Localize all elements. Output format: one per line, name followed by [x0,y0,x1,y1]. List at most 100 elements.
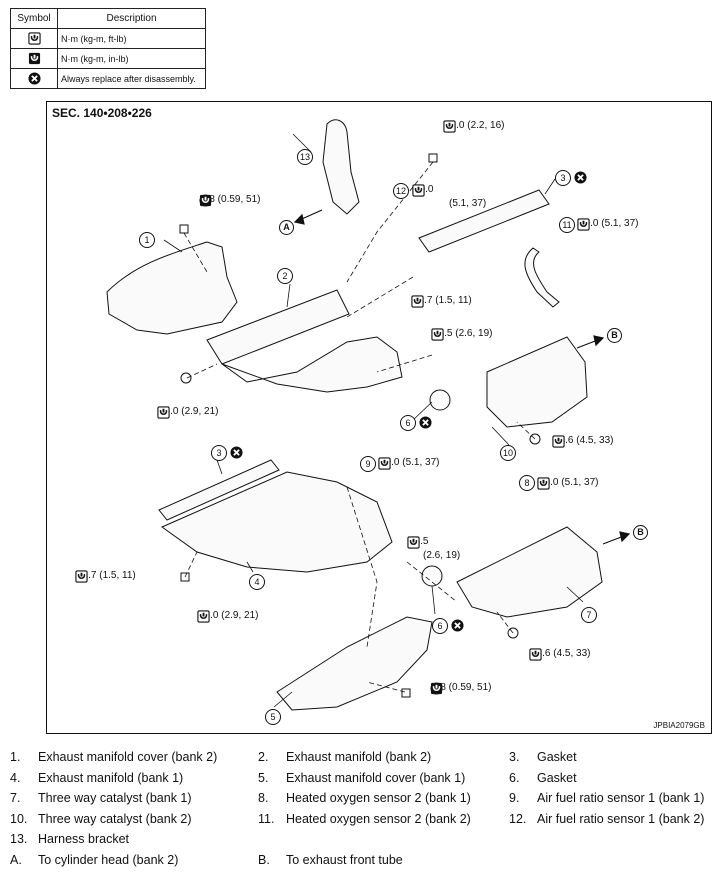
part-number-8: 8 [519,475,535,491]
torque-value: 50.0 (5.1, 37) [539,477,599,488]
torque-ft-lb-icon [407,536,420,549]
legend-header-description: Description [57,8,206,29]
torque-ft-lb-icon [431,328,444,341]
section-title: SEC. 140•208•226 [52,106,152,120]
torque-callout-50-sensor-12: 50.0 [412,184,433,195]
always-replace-icon [574,171,587,184]
part-number-2: 2 [277,268,293,284]
torque-ft-lb-icon [577,218,590,231]
part-number-10: 10 [500,445,516,461]
torque-in-lb-icon [28,52,41,65]
torque-value: 22.0 (2.2, 16) [445,120,505,131]
part-item-12: 12.Air fuel ratio sensor 1 (bank 2) [509,811,705,826]
part-item-4: 4.Exhaust manifold (bank 1) [10,770,184,785]
reference-letter-b-top: B [607,328,622,343]
torque-in-lb-icon [199,194,212,207]
torque-value: 44.6 (4.5, 33) [531,648,591,659]
torque-ft-lb-icon [552,435,565,448]
torque-callout-22: 22.0 (2.2, 16) [443,120,504,131]
torque-in-lb-icon [430,682,443,695]
torque-ft-lb-icon [537,477,550,490]
torque-callout-14-7-top: 14.7 (1.5, 11) [411,295,472,306]
part-item-11: 11.Heated oxygen sensor 2 (bank 2) [258,811,471,826]
manifold-bank1-shape [160,471,393,573]
torque-value: 25.5 (2.6, 19) [433,328,493,339]
torque-value: 28.0 (2.9, 21) [199,610,259,621]
manifold-cover-bank2-shape [106,241,238,335]
always-replace-icon [419,416,432,429]
always-replace-icon [230,446,243,459]
parts-row: 4.Exhaust manifold (bank 1) 5.Exhaust ma… [10,771,720,792]
torque-callout-28-bottom: 28.0 (2.9, 21) [197,610,258,621]
legend-desc-ft-lb: N·m (kg-m, ft-lb) [57,28,206,49]
reference-item-a: A.To cylinder head (bank 2) [10,852,179,867]
torque-value: 50.0 (5.1, 37) [380,457,440,468]
torque-ft-lb-icon [529,648,542,661]
part-item-13: 13.Harness bracket [10,832,130,847]
exhaust-manifold-drawing [106,119,631,711]
torque-callout-5-8-top: 5.8 (0.59, 51) [199,194,260,205]
manifold-bank2-shape [206,289,350,365]
torque-value: 5.8 (0.59, 51) [432,682,492,693]
part-number-4: 4 [249,574,265,590]
torque-value: (5.1, 37) [449,198,487,209]
torque-ft-lb-icon [75,570,88,583]
torque-callout-50-sensor-11: 50.0 (5.1, 37) [577,218,638,229]
torque-value: 14.7 (1.5, 11) [413,295,472,306]
oxygen-sensor-bank2-shape [524,247,560,308]
part-item-10: 10.Three way catalyst (bank 2) [10,811,192,826]
torque-value: 14.7 (1.5, 11) [77,570,136,581]
figure-id: JPBIA2079GB [653,721,705,730]
torque-ft-lb-icon [197,610,210,623]
symbol-legend-table: Symbol Description N·m (kg-m, ft-lb) N·m… [10,8,206,89]
gasket-top-shape [418,189,550,253]
legend-desc-in-lb: N·m (kg-m, in-lb) [57,48,206,69]
parts-row: 7.Three way catalyst (bank 1) 8.Heated o… [10,791,720,812]
parts-row: 1.Exhaust manifold cover (bank 2) 2.Exha… [10,750,720,771]
torque-callout-25-5-bottom-line2: (2.6, 19) [423,550,460,561]
part-number-7: 7 [581,607,597,623]
torque-callout-25-5-top: 25.5 (2.6, 19) [431,328,492,339]
part-number-5: 5 [265,709,281,725]
parts-row: 10.Three way catalyst (bank 2) 11.Heated… [10,812,720,833]
torque-callout-14-7-bottom: 14.7 (1.5, 11) [75,570,136,581]
torque-callout-25-5-bottom: 25.5 [407,536,428,547]
catalyst-bank1-shape [456,526,603,618]
part-item-2: 2.Exhaust manifold (bank 2) [258,750,432,764]
catalyst-bank2-shape [486,336,588,428]
legend-header-symbol: Symbol [10,8,58,29]
exploded-diagram: SEC. 140•208•226 JPBIA2079GB 22.0 (2.2, … [46,101,712,734]
torque-ft-lb-icon [28,32,41,45]
reference-item-b: B.To exhaust front tube [258,852,403,867]
part-number-6-top: 6 [400,415,416,431]
manifold-cover-bank1-shape [276,616,433,711]
parts-row: 13.Harness bracket [10,832,720,853]
harness-bracket-shape [322,119,360,215]
torque-callout-50-sensor-8: 50.0 (5.1, 37) [537,477,598,488]
part-item-8: 8.Heated oxygen sensor 2 (bank 1) [258,791,471,806]
torque-value: 28.0 (2.9, 21) [159,406,219,417]
part-item-1: 1.Exhaust manifold cover (bank 2) [10,750,218,764]
torque-callout-44-6-top: 44.6 (4.5, 33) [552,435,613,446]
part-item-6: 6.Gasket [509,770,577,785]
torque-ft-lb-icon [412,184,425,197]
part-item-5: 5.Exhaust manifold cover (bank 1) [258,770,466,785]
part-item-9: 9.Air fuel ratio sensor 1 (bank 1) [509,791,705,806]
torque-value: 5.8 (0.59, 51) [201,194,261,205]
reference-letter-a: A [279,220,294,235]
part-number-6-bottom: 6 [432,618,448,634]
torque-callout-50-sensor-9: 50.0 (5.1, 37) [378,457,439,468]
torque-ft-lb-icon [411,295,424,308]
torque-callout-44-6-bottom: 44.6 (4.5, 33) [529,648,590,659]
torque-ft-lb-icon [378,457,391,470]
legend-desc-replace: Always replace after disassembly. [57,68,206,89]
always-replace-icon [28,72,41,85]
torque-callout-28-top: 28.0 (2.9, 21) [157,406,218,417]
torque-callout-50-sensor-12-line2: (5.1, 37) [449,198,486,209]
part-number-3-bottom: 3 [211,445,227,461]
part-number-11: 11 [559,217,575,233]
torque-ft-lb-icon [443,120,456,133]
part-number-9: 9 [360,456,376,472]
part-number-1: 1 [139,232,155,248]
parts-row: A.To cylinder head (bank 2) B.To exhaust… [10,853,720,874]
